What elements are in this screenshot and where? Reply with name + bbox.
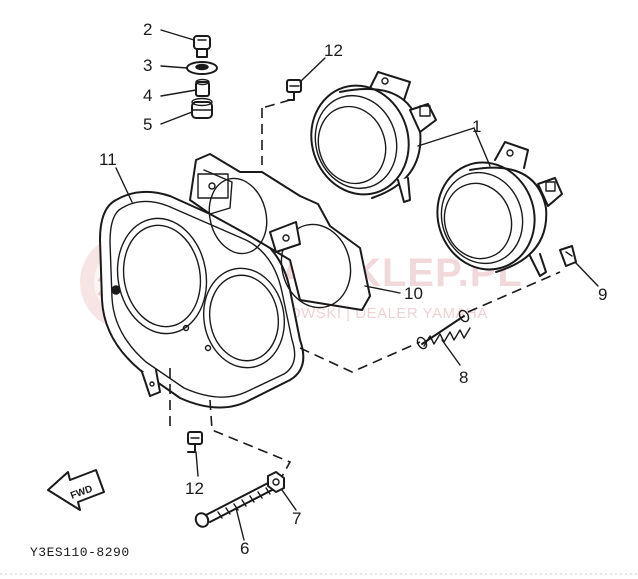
callout-12-top: 12 — [324, 41, 343, 60]
callout-5: 5 — [143, 115, 152, 134]
dashed-guide-clip — [467, 271, 561, 313]
part-7-nut — [267, 471, 297, 511]
dashed-guide-lower-right — [209, 399, 292, 481]
leader-1a — [417, 127, 475, 147]
callout-12-bottom: 12 — [185, 479, 204, 498]
part-10-bracket-panel — [189, 153, 401, 311]
callout-2: 2 — [143, 20, 152, 39]
part-12-bolt-top — [261, 57, 326, 109]
part-4-collar — [160, 78, 210, 97]
leader-4 — [160, 89, 197, 97]
leader-8 — [441, 339, 461, 366]
leader-11 — [115, 167, 133, 203]
callout-8: 8 — [459, 368, 468, 387]
dashed-guide-spring — [299, 341, 421, 373]
leader-9 — [574, 261, 599, 287]
callout-6: 6 — [240, 539, 249, 558]
callout-7: 7 — [292, 509, 301, 528]
fwd-arrow-icon: FWD — [47, 469, 105, 511]
leader-7 — [281, 489, 297, 511]
callout-11: 11 — [99, 150, 117, 169]
document-code: Y3ES110-8290 — [30, 545, 130, 560]
part-1-headlight-lower — [436, 141, 563, 277]
callout-4: 4 — [143, 86, 152, 105]
callout-10: 10 — [404, 284, 423, 303]
part-1-headlight-upper — [310, 71, 437, 203]
part-8-spring — [416, 309, 471, 366]
part-12-bolt-bottom — [187, 431, 203, 477]
part-3-washer — [160, 61, 218, 75]
leader-3 — [160, 65, 188, 69]
leader-2 — [160, 29, 195, 41]
callout-9: 9 — [598, 285, 607, 304]
leader-12-bottom — [195, 451, 199, 477]
part-2-bolt — [160, 29, 211, 58]
callout-1: 1 — [472, 117, 481, 136]
leader-10 — [364, 285, 401, 294]
part-5-grommet — [160, 97, 213, 125]
leader-12-top — [299, 57, 326, 83]
callout-3: 3 — [143, 56, 152, 75]
leader-6 — [235, 507, 245, 541]
leader-5 — [160, 111, 193, 125]
part-6-long-screw — [194, 481, 275, 541]
part-9-clip — [559, 245, 599, 287]
part-11-headlight-cover — [99, 167, 305, 409]
leader-1b — [473, 127, 491, 167]
